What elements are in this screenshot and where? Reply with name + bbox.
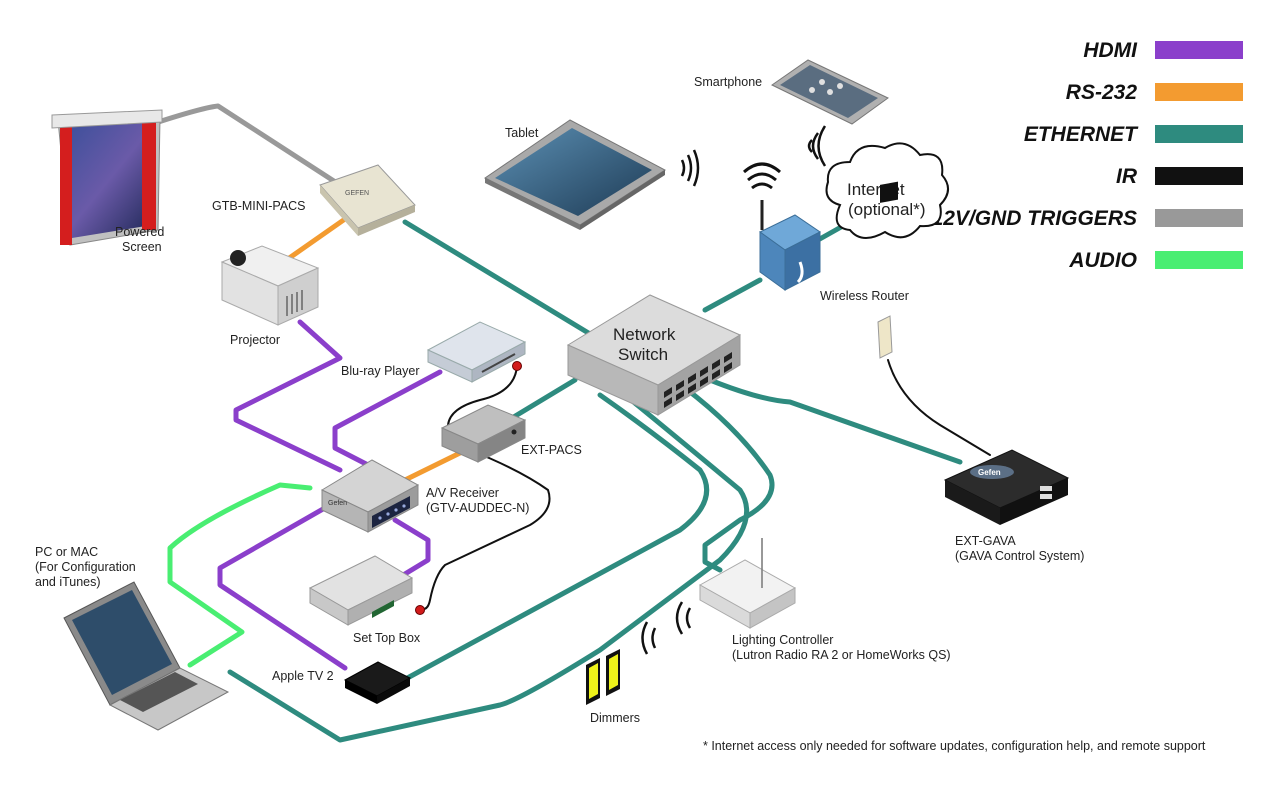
wireless-router-device[interactable] xyxy=(759,200,821,291)
smartphone-wireless-icon xyxy=(807,125,827,167)
ethernet-gtb-switch xyxy=(402,219,603,343)
ir-emitter-bluray-icon xyxy=(512,361,522,371)
router-wireless-icon xyxy=(743,162,781,190)
gava-power-cord xyxy=(887,359,991,456)
pc-mac-label-1: PC or MAC xyxy=(35,545,98,559)
lighting-controller-device[interactable] xyxy=(698,538,797,629)
av-receiver-badge: Gefen xyxy=(328,500,347,507)
apple-tv-label: Apple TV 2 xyxy=(272,669,334,683)
smartphone-label: Smartphone xyxy=(694,75,762,89)
ethernet-switch-gava xyxy=(707,377,963,465)
ethernet-switch-appletv xyxy=(397,392,710,685)
set-top-box-device[interactable] xyxy=(308,555,414,626)
ext-gava-badge: Gefen xyxy=(978,468,1001,477)
legend-label: ETHERNET xyxy=(1024,123,1139,146)
smartphone-device[interactable] xyxy=(771,59,889,125)
dimmers-label: Dimmers xyxy=(590,711,640,725)
projector-lens-icon xyxy=(230,250,246,266)
legend-label: RS-232 xyxy=(1066,81,1138,104)
ext-pacs-device[interactable] xyxy=(440,404,527,463)
av-receiver-label-1: A/V Receiver xyxy=(426,486,499,500)
lighting-controller-label-2: (Lutron Radio RA 2 or HomeWorks QS) xyxy=(732,648,951,662)
projector-label: Projector xyxy=(230,333,280,347)
gava-logo-icon xyxy=(970,465,1014,479)
wireless-router-label: Wireless Router xyxy=(820,289,909,303)
network-switch-label-2: Switch xyxy=(618,345,668,364)
tablet-label: Tablet xyxy=(505,126,539,140)
powered-screen-label-2: Screen xyxy=(122,240,162,254)
legend-swatch xyxy=(1155,251,1243,269)
ir-extpacs-stb xyxy=(421,449,551,611)
ir-emitter-stb-icon xyxy=(415,605,425,615)
lighting-controller-label-1: Lighting Controller xyxy=(732,633,833,647)
audio-receiver-pc xyxy=(167,482,313,668)
ethernet-switch-extpacs xyxy=(509,377,578,421)
projector-device[interactable] xyxy=(220,245,320,326)
curtain-left-icon xyxy=(60,120,72,245)
hdmi-bluray-receiver xyxy=(332,369,443,469)
legend-label: 12V/GND TRIGGERS xyxy=(932,207,1137,230)
ir-bluray-extpacs xyxy=(447,365,518,426)
gtb-mini-pacs-device[interactable]: GEFEN xyxy=(319,164,416,236)
cables xyxy=(137,103,991,743)
trigger-cable xyxy=(137,103,343,188)
pc-mac-label-2: (For Configuration xyxy=(35,560,136,574)
apple-tv-device[interactable] xyxy=(343,661,412,704)
rs232-cable-receiver xyxy=(402,449,465,483)
lighting-wireless-icon xyxy=(641,601,692,655)
internet-label-2: (optional*) xyxy=(848,200,926,219)
gtb-badge: GEFEN xyxy=(345,190,369,197)
legend-label: AUDIO xyxy=(1068,249,1137,272)
set-top-box-label: Set Top Box xyxy=(353,631,421,645)
av-receiver-device[interactable]: Gefen xyxy=(320,459,420,533)
powered-screen[interactable] xyxy=(51,109,163,246)
network-switch-label-1: Network xyxy=(613,325,676,344)
ext-gava-label-1: EXT-GAVA xyxy=(955,534,1016,548)
legend-swatch xyxy=(1155,41,1243,59)
powered-screen-label-1: Powered xyxy=(115,225,164,239)
curtain-right-icon xyxy=(142,120,156,230)
laptop-device[interactable] xyxy=(63,581,230,731)
ext-pacs-label: EXT-PACS xyxy=(521,443,582,457)
legend-swatch xyxy=(1155,167,1243,185)
ethernet-switch-pc xyxy=(227,392,750,743)
hdmi-projector-receiver xyxy=(233,319,343,473)
legend-swatch xyxy=(1155,83,1243,101)
pc-mac-label-3: and iTunes) xyxy=(35,575,101,589)
power-outlet-icon xyxy=(877,181,898,359)
bluray-label: Blu-ray Player xyxy=(341,364,420,378)
bluray-device[interactable] xyxy=(426,321,527,383)
gtb-mini-pacs-label: GTB-MINI-PACS xyxy=(212,199,306,213)
ethernet-switch-router xyxy=(702,277,763,313)
ext-gava-label-2: (GAVA Control System) xyxy=(955,549,1084,563)
tablet-device[interactable] xyxy=(484,119,666,230)
dimmers-device[interactable] xyxy=(586,649,620,705)
legend-swatch xyxy=(1155,125,1243,143)
network-switch-device[interactable] xyxy=(566,294,742,416)
av-receiver-label-2: (GTV-AUDDEC-N) xyxy=(426,501,529,515)
tablet-wireless-icon xyxy=(680,149,700,187)
legend-label: IR xyxy=(1116,165,1138,188)
footnote: * Internet access only needed for softwa… xyxy=(703,739,1206,753)
hdmi-receiver-appletv xyxy=(217,502,348,671)
ext-gava-device[interactable]: Gefen xyxy=(943,449,1070,525)
legend-label: HDMI xyxy=(1083,39,1138,62)
hdmi-receiver-stb xyxy=(392,517,431,583)
legend-swatch xyxy=(1155,209,1243,227)
